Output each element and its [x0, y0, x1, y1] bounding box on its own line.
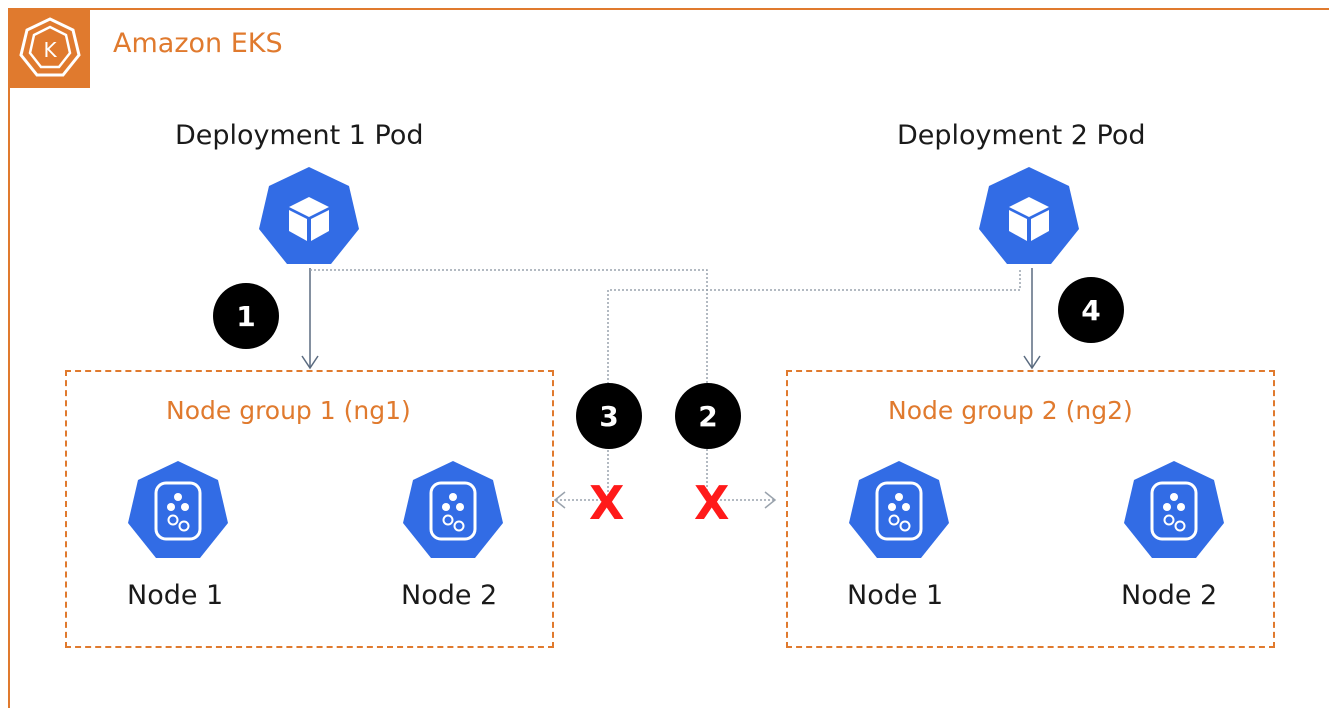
step-badge-2: 2: [675, 383, 741, 449]
blocked-x-icon: X: [589, 476, 625, 530]
dotted-arrow-head-2: [764, 491, 777, 509]
deployment-2-pod-label: Deployment 2 Pod: [897, 120, 1146, 151]
dotted-arrow-head-3: [553, 491, 566, 509]
node-icon: [125, 459, 231, 569]
eks-cluster-frame: [8, 8, 1329, 708]
svg-text:K: K: [43, 38, 57, 62]
eks-logo-icon: K: [10, 10, 90, 88]
node-label: Node 2: [401, 580, 498, 611]
node-icon: [1121, 459, 1227, 569]
step-badge-3: 3: [576, 383, 642, 449]
dotted-path-3: [555, 270, 1021, 501]
pod-icon: [256, 165, 362, 273]
pod-icon: [976, 165, 1082, 273]
node-icon: [400, 459, 506, 569]
node-group-1: [65, 370, 554, 648]
node-group-2-title: Node group 2 (ng2): [888, 396, 1133, 425]
blocked-x-icon: X: [694, 476, 730, 530]
eks-title: Amazon EKS: [113, 28, 283, 59]
step-badge-4: 4: [1058, 277, 1124, 343]
arrow-head-ng1: [301, 355, 319, 370]
node-label: Node 2: [1121, 580, 1218, 611]
node-group-1-title: Node group 1 (ng1): [166, 396, 411, 425]
step-badge-1: 1: [213, 283, 279, 349]
deployment-1-pod-label: Deployment 1 Pod: [175, 120, 424, 151]
node-group-2: [786, 370, 1275, 648]
node-icon: [846, 459, 952, 569]
node-label: Node 1: [127, 580, 224, 611]
arrow-head-ng2: [1023, 355, 1041, 370]
node-label: Node 1: [847, 580, 944, 611]
